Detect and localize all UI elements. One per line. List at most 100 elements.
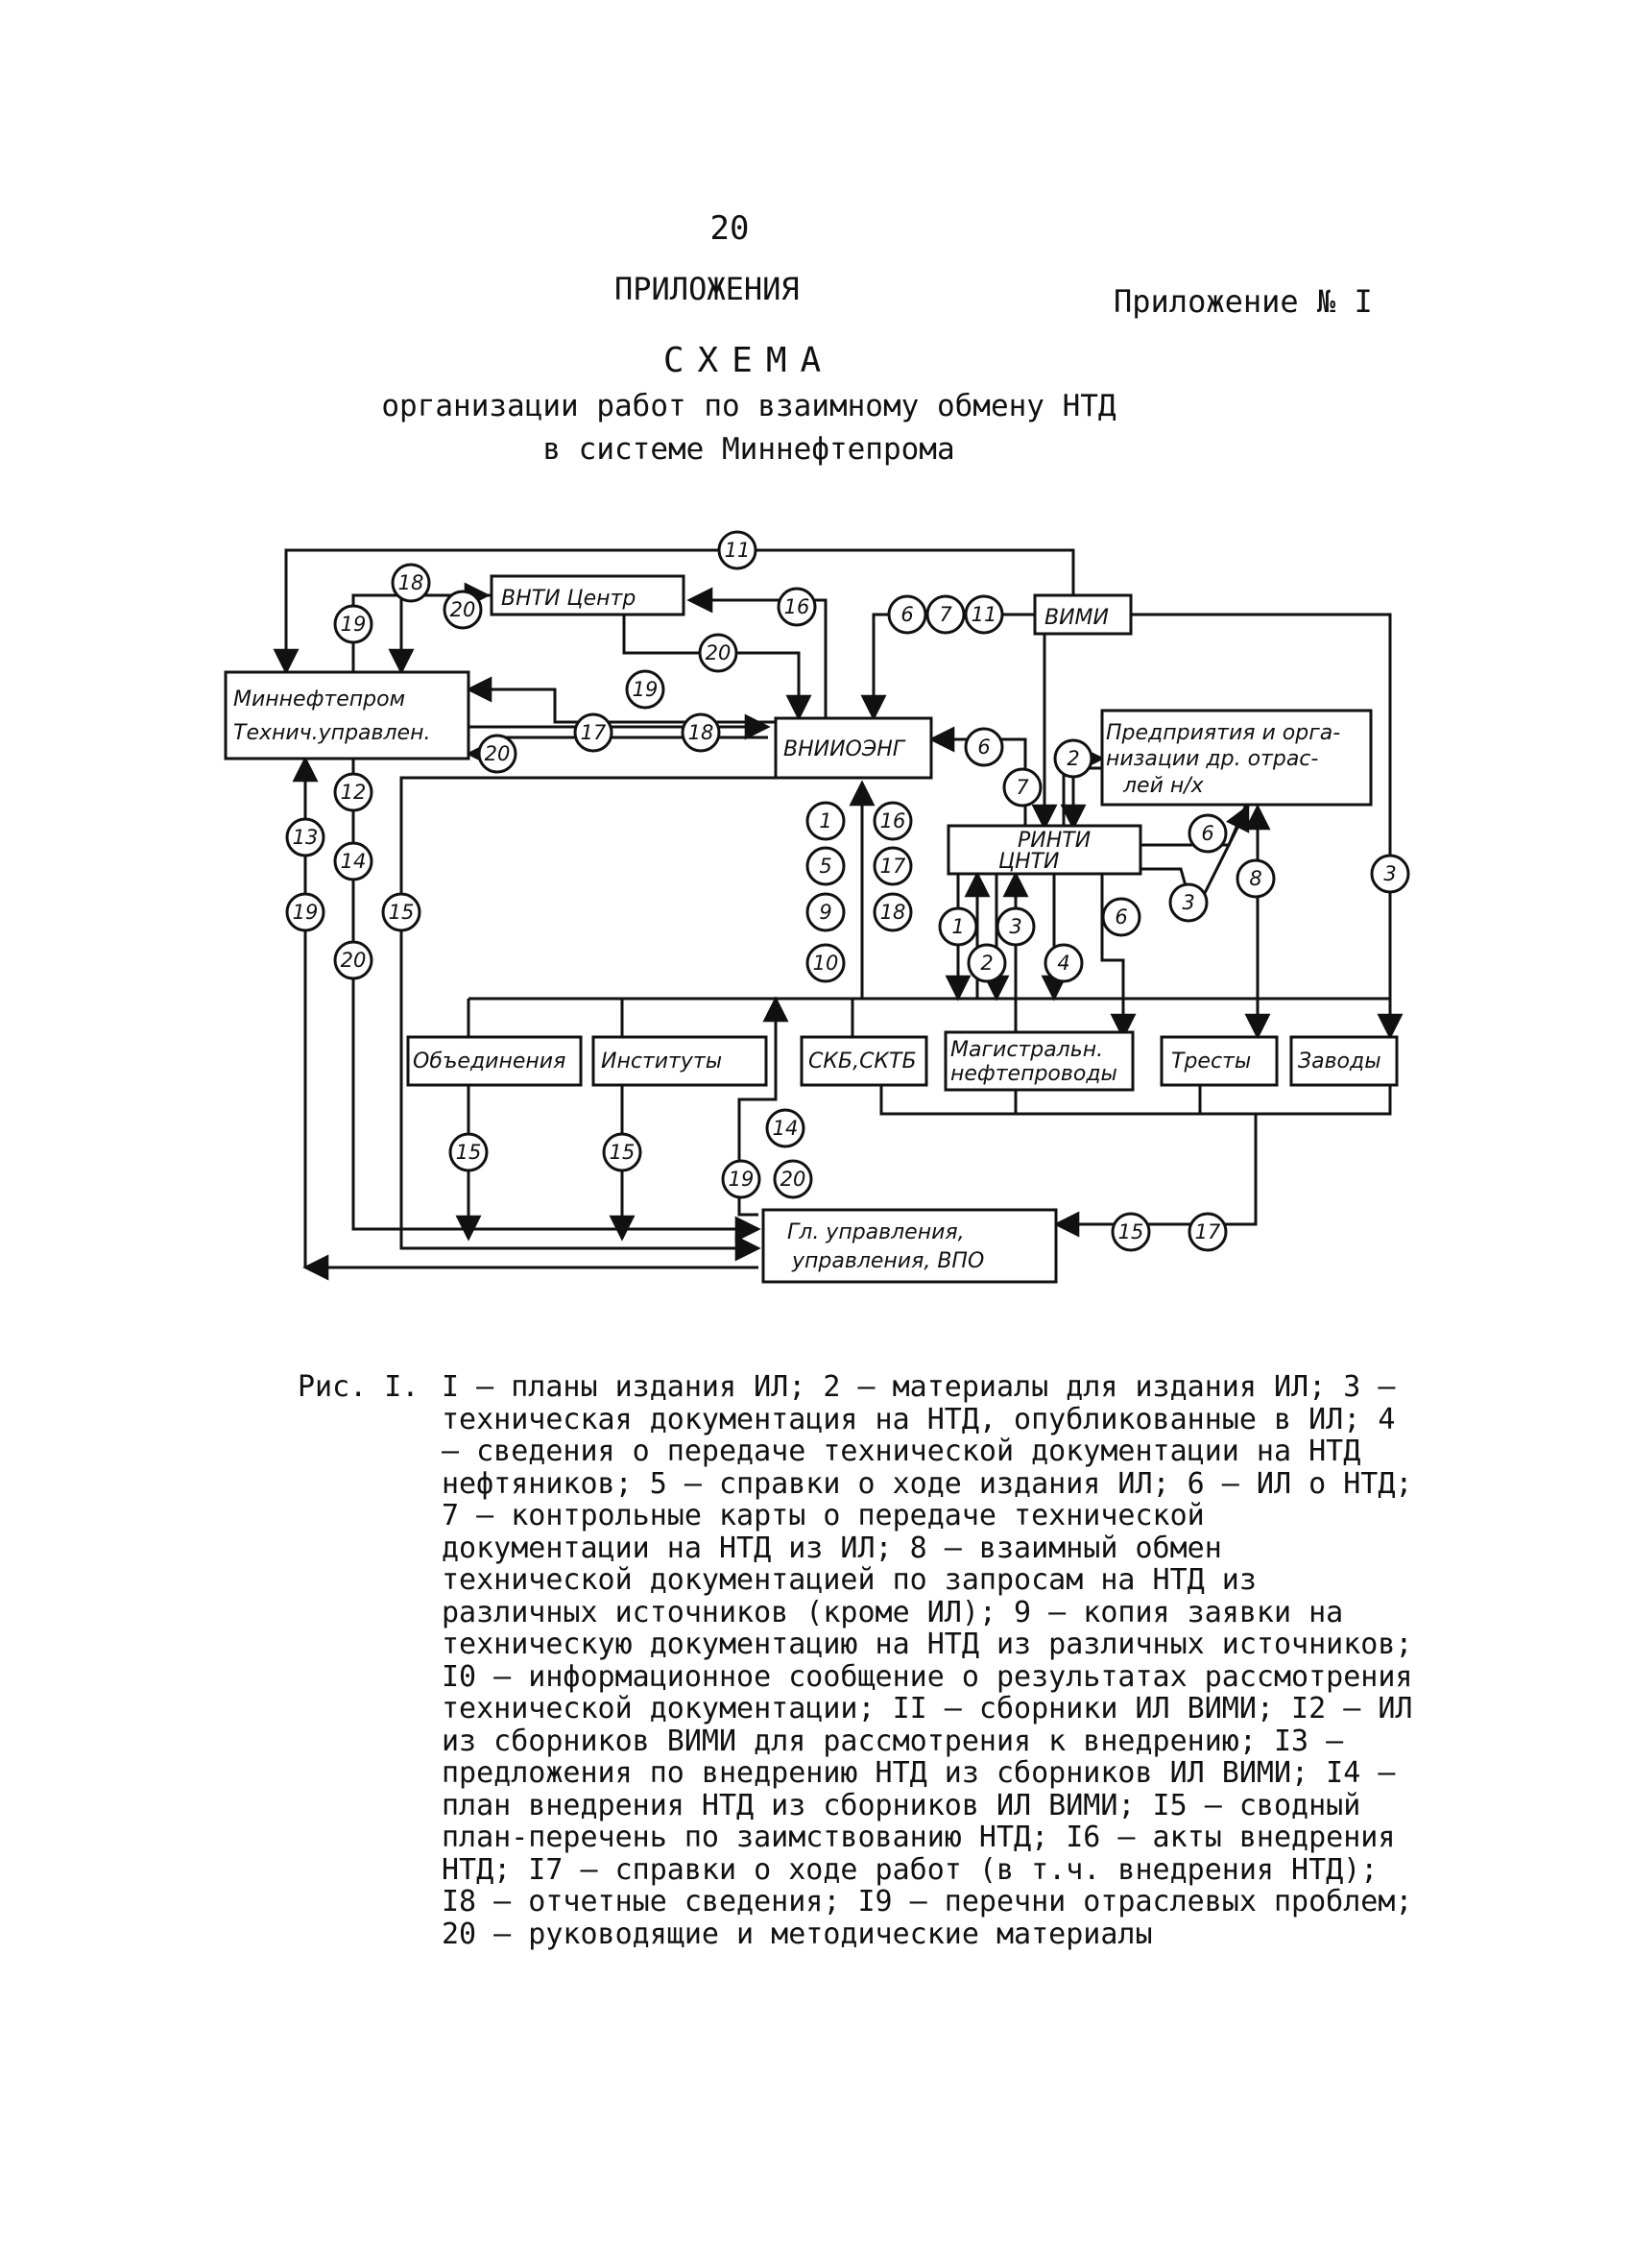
flow-marker-label: 4	[1057, 952, 1069, 975]
flow-marker-circle	[805, 943, 846, 983]
flow-marker-label: 20	[341, 949, 367, 972]
flow-marker-circle	[573, 712, 613, 753]
flow-marker-label: 12	[341, 781, 367, 804]
flow-marker-label: 11	[972, 603, 997, 626]
flow-marker-label: 17	[1195, 1220, 1221, 1243]
caption-prefix: Рис. I.	[298, 1370, 420, 1404]
node-predpr-box	[1100, 709, 1373, 807]
node-vniioeng: ВНИИОЭНГ	[783, 737, 906, 761]
flow-marker-circle	[967, 943, 1007, 983]
flow-marker-circle	[773, 1159, 813, 1199]
flow-marker-circle	[333, 841, 373, 881]
flow-marker-label: 7	[939, 603, 952, 626]
flow-marker-circle	[1101, 897, 1141, 937]
caption-body: I – планы издания ИЛ; 2 – материалы для …	[442, 1370, 1430, 1951]
flow-marker-label: 19	[729, 1168, 755, 1191]
flow-marker-label: 14	[341, 850, 367, 873]
flow-marker-label: 17	[880, 855, 906, 878]
flow-marker-circle	[873, 846, 913, 886]
flow-marker-circle	[887, 594, 927, 635]
node-minneft-line-2: Технич.управлен.	[233, 721, 430, 745]
flow-marker-label: 15	[456, 1141, 482, 1164]
flow-marker-circle	[1370, 854, 1410, 894]
flow-marker-circle	[996, 906, 1036, 947]
node-skb-box	[800, 1035, 928, 1087]
flow-marker-label: 8	[1249, 867, 1261, 890]
node-tresty-box	[1160, 1035, 1279, 1087]
flow-marker-label: 7	[1016, 776, 1029, 799]
flow-marker-circle	[964, 727, 1004, 767]
flow-marker-label: 6	[1115, 905, 1127, 929]
flow-marker-circle	[873, 801, 913, 841]
flow-marker-label: 15	[610, 1141, 636, 1164]
flow-marker-label: 1	[951, 915, 964, 938]
flow-marker-label: 20	[780, 1168, 806, 1191]
flow-marker-circle	[964, 594, 1004, 635]
flow-marker-label: 3	[1009, 915, 1021, 938]
flow-marker-label: 19	[293, 901, 319, 924]
flow-marker-label: 18	[398, 571, 424, 594]
scheme-title: СХЕМА	[662, 341, 835, 380]
flow-marker-label: 19	[341, 613, 367, 636]
node-vnti-box	[490, 574, 685, 616]
scheme-subtitle-line-1: организации работ по взаимному обмену НТ…	[381, 389, 1116, 423]
flow-marker-label: 11	[725, 539, 751, 562]
flow-marker-label: 16	[784, 595, 810, 618]
node-vimi: ВИМИ	[1044, 606, 1109, 630]
flow-marker-label: 15	[389, 901, 415, 924]
flow-marker-circle	[285, 892, 325, 932]
flow-marker-label: 20	[450, 598, 476, 621]
flow-marker-circle	[938, 906, 978, 947]
node-predpr-line-2: низации др. отрас-	[1106, 747, 1318, 771]
flow-marker-label: 18	[688, 721, 714, 744]
flow-marker-label: 6	[977, 736, 990, 759]
flow-marker-circle	[1053, 738, 1093, 779]
node-predpr-line-3: лей н/х	[1122, 774, 1205, 798]
flow-marker-circle	[333, 604, 373, 644]
flow-marker-circle	[1044, 943, 1084, 983]
node-vniioeng-box	[774, 716, 933, 780]
flow-marker-circle	[777, 587, 817, 627]
flow-marker-circle	[925, 594, 966, 635]
flow-marker-circle	[477, 734, 517, 774]
node-glupr-box	[761, 1208, 1058, 1284]
flow-marker-label: 2	[980, 952, 993, 975]
flow-marker-label: 3	[1383, 862, 1396, 885]
node-inst-box	[591, 1035, 768, 1087]
flow-marker-circle	[1168, 882, 1209, 923]
diagram-nodes	[224, 574, 1399, 1284]
node-rinti-line-2: ЦНТИ	[998, 850, 1060, 874]
flow-marker-label: 19	[633, 678, 659, 701]
node-rinti-box	[947, 824, 1142, 876]
flow-marker-label: 18	[880, 901, 906, 924]
flow-marker-label: 6	[900, 603, 913, 626]
flow-marker-circle	[805, 846, 846, 886]
node-obed: Объединения	[413, 1050, 565, 1074]
node-inst: Институты	[601, 1050, 722, 1074]
node-zavody-box	[1289, 1035, 1399, 1087]
node-magistr-line-2: нефтепроводы	[950, 1062, 1117, 1086]
node-vnti: ВНТИ Центр	[501, 587, 636, 611]
diagram-node-labels: ВНТИ Центр ВИМИ Миннефтепром Технич.упра…	[233, 587, 1381, 1273]
flow-marker-circle	[625, 669, 665, 710]
node-magistr-box	[944, 1030, 1135, 1092]
flow-marker-label: 14	[773, 1117, 799, 1140]
flow-marker-circle	[285, 817, 325, 857]
flow-marker-circle	[1236, 858, 1276, 899]
section-title: ПРИЛОЖЕНИЯ	[614, 271, 800, 307]
flow-marker-circle	[805, 801, 846, 841]
flow-marker-label: 15	[1118, 1220, 1144, 1243]
flow-marker-label: 20	[485, 742, 511, 765]
flow-marker-label: 13	[293, 826, 319, 849]
node-glupr-line-1: Гл. управления,	[787, 1220, 965, 1244]
flow-marker-label: 17	[581, 721, 607, 744]
node-minneft-box	[224, 670, 470, 760]
flow-marker-circle	[391, 563, 431, 603]
flow-marker-circle	[333, 940, 373, 980]
flow-marker-circle	[765, 1108, 805, 1148]
flow-marker-circle	[698, 633, 738, 673]
flow-diagram: ВНТИ Центр ВИМИ Миннефтепром Технич.упра…	[224, 530, 1410, 1284]
flow-marker-circle	[721, 1159, 761, 1199]
flow-marker-circle	[1188, 813, 1228, 854]
flow-marker-circle	[381, 892, 421, 932]
